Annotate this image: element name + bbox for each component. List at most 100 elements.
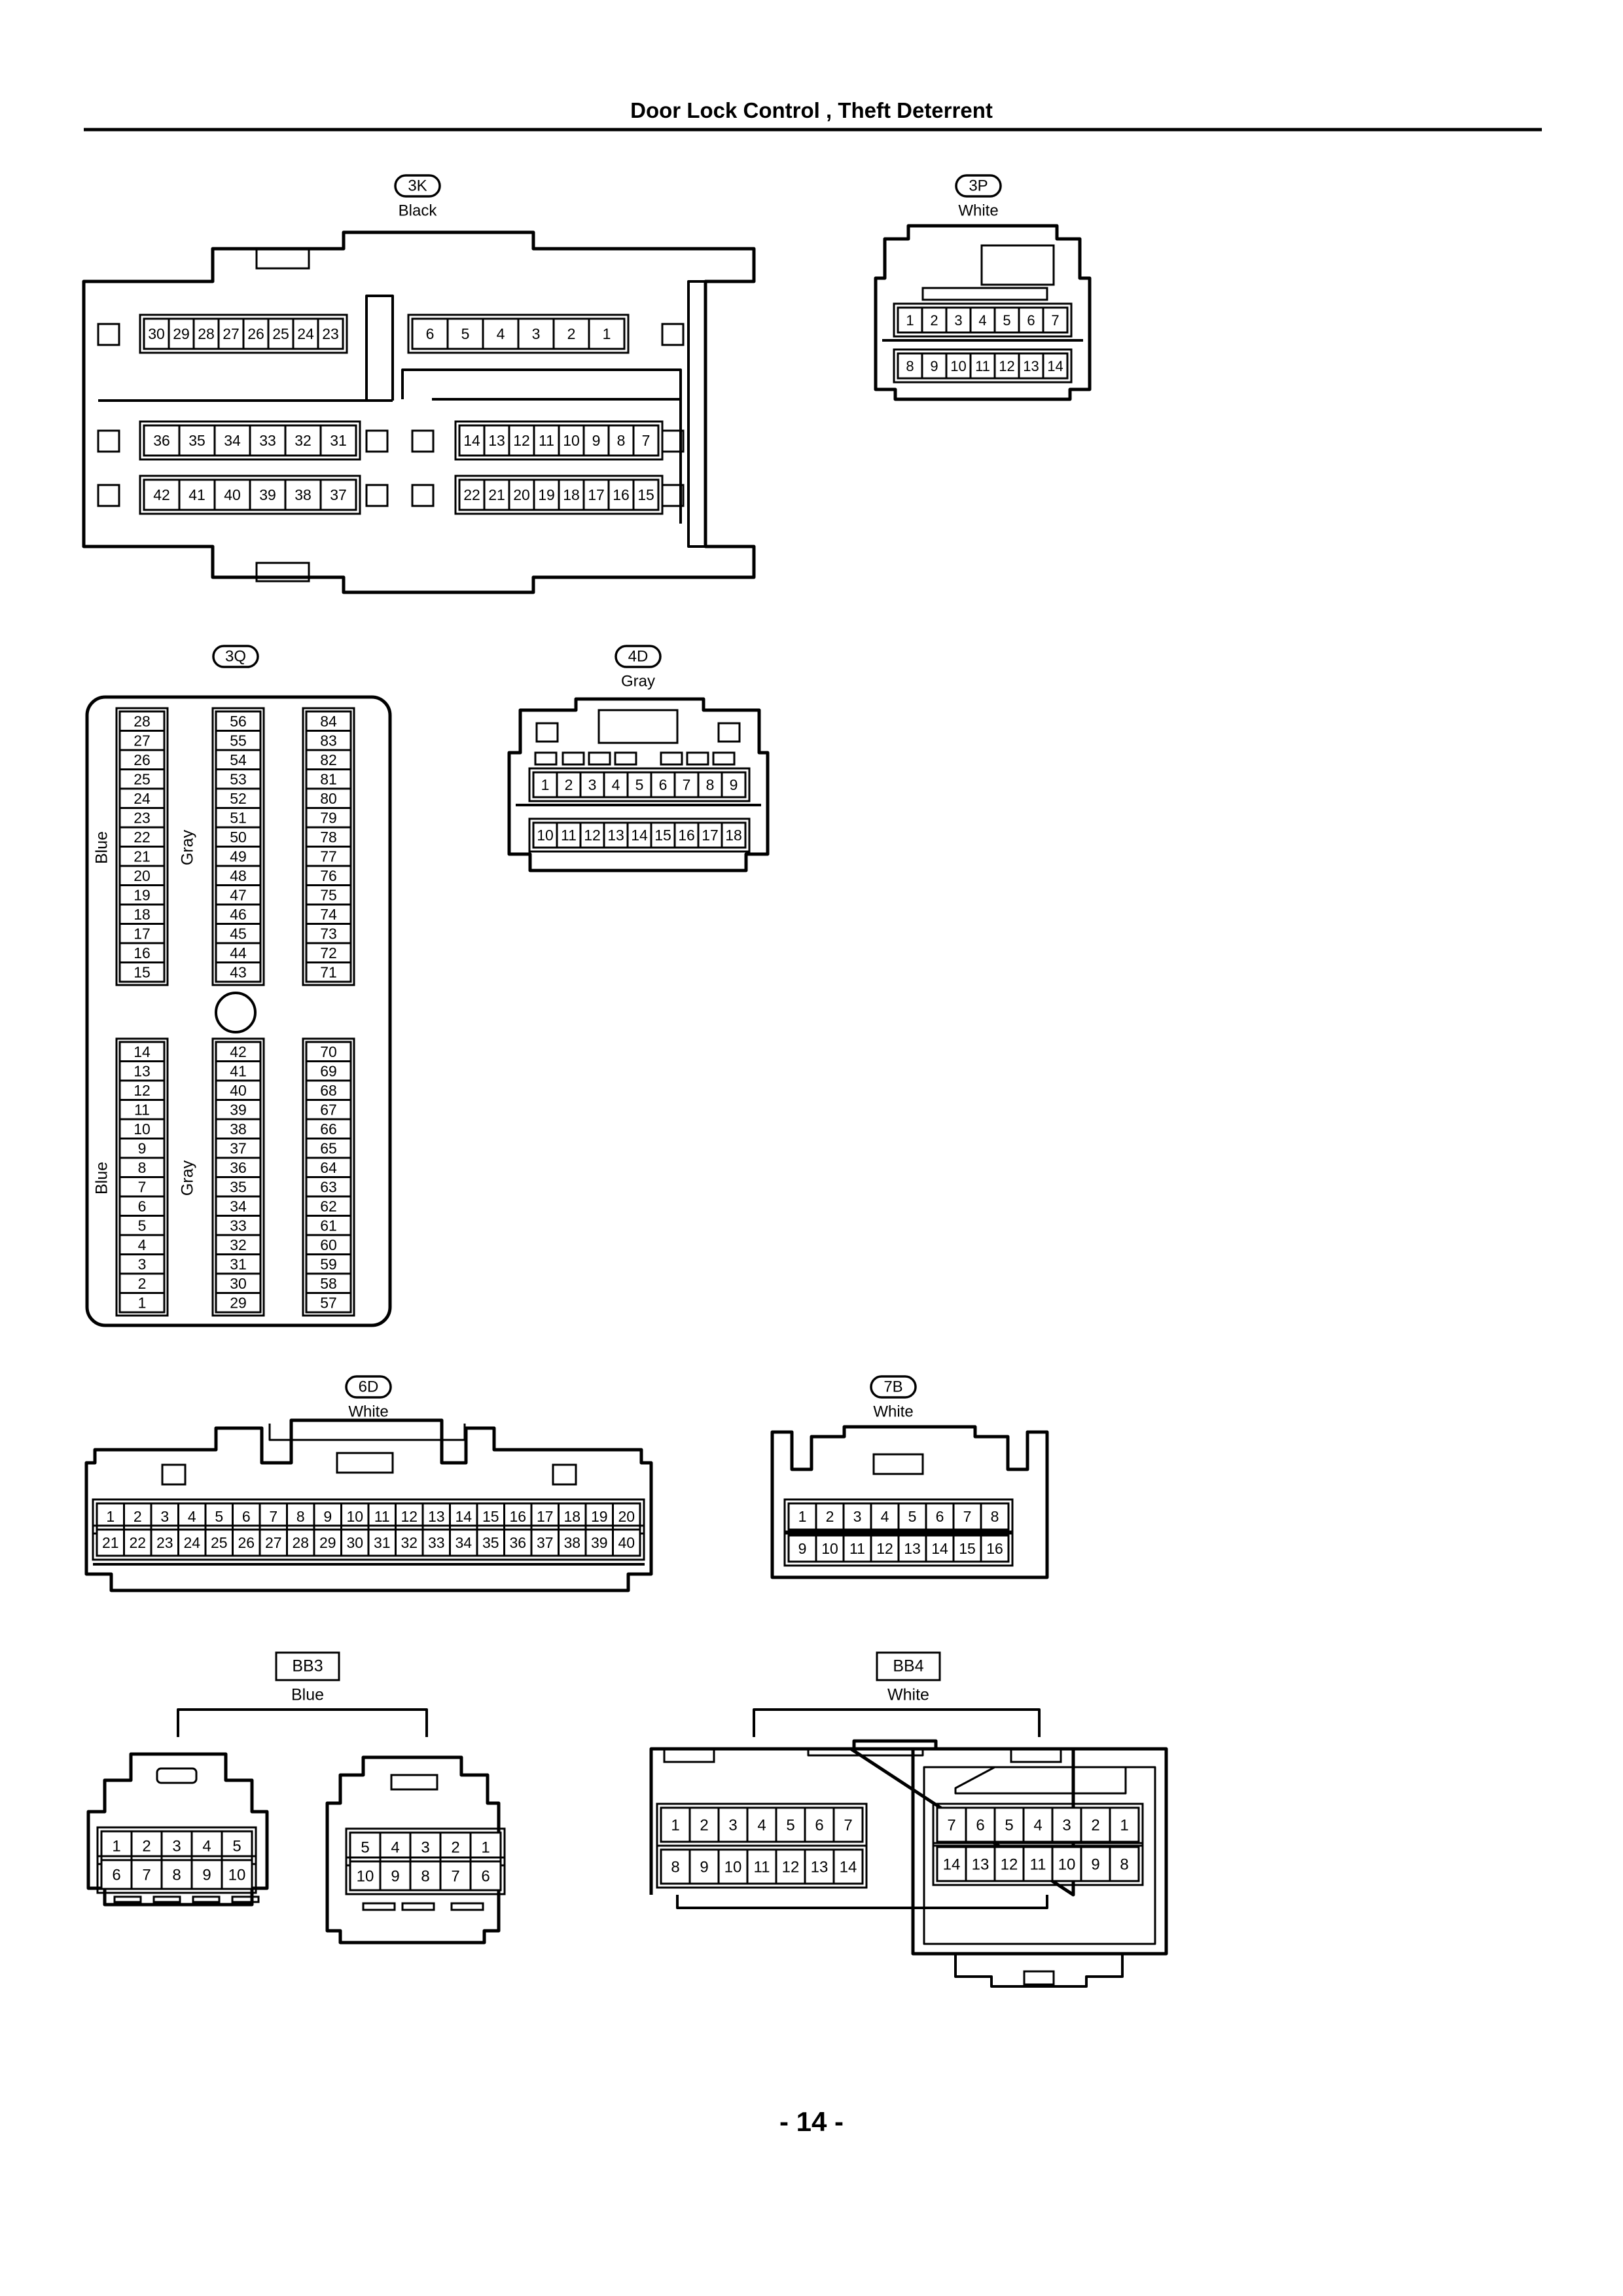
pin-number: 12 [1001, 1856, 1018, 1873]
housing-divider [401, 368, 682, 524]
pin-number: 16 [678, 827, 695, 844]
pin-number: 12 [401, 1508, 418, 1525]
pin-cell [558, 1528, 587, 1557]
pin-cell [305, 749, 352, 770]
pin-cell [1109, 1846, 1140, 1882]
pin-number: 23 [134, 809, 151, 826]
pin-number: 4 [612, 776, 620, 793]
pin-number: 72 [320, 944, 337, 961]
pin-cell [143, 478, 181, 511]
pin-cell [925, 1534, 955, 1563]
pin-number: 7 [844, 1816, 852, 1834]
pin-number: 6 [936, 1508, 944, 1525]
pin-number: 10 [228, 1866, 246, 1884]
pin-cell [215, 1079, 262, 1101]
lock-tab [980, 244, 1055, 286]
connector-3Q-housing [85, 695, 392, 1327]
pin-number: 4 [138, 1236, 147, 1253]
pin-number: 14 [1047, 358, 1063, 374]
pin-row-frame [893, 302, 1073, 338]
connector-BB4-right-housing [911, 1747, 1168, 1956]
pin-number: 49 [230, 848, 247, 865]
pin-number: 48 [230, 867, 247, 884]
slot [712, 751, 736, 766]
pin-number: 11 [975, 358, 990, 374]
pin-number: 26 [247, 325, 264, 342]
pin-cell [118, 768, 166, 790]
connector-color: White [958, 202, 998, 219]
pin-number: 25 [211, 1534, 228, 1551]
pin-cell [588, 317, 626, 350]
lock-tab [872, 1453, 924, 1475]
pin-number: 14 [943, 1856, 961, 1873]
pin-cell [1042, 352, 1069, 380]
pin-cell [842, 1534, 872, 1563]
connector-color: White [873, 1403, 913, 1420]
side-latch [1010, 1748, 1062, 1763]
pin-number: 2 [930, 312, 938, 329]
pin-number: 15 [637, 486, 654, 503]
pin-cell [379, 1860, 412, 1892]
pin-cell [1022, 1806, 1054, 1843]
pin-cell [721, 821, 747, 849]
pin-row-frame [783, 1498, 1014, 1535]
pin-cell [1109, 1806, 1140, 1843]
pin-number: 39 [230, 1101, 247, 1118]
pin-number: 40 [618, 1534, 635, 1551]
pin-number: 62 [320, 1198, 337, 1215]
pin-cell [177, 1528, 207, 1557]
connector-3Q: 3Q28272625242322212019181716155655545352… [85, 645, 392, 1327]
pin-number: 60 [320, 1236, 337, 1253]
pin-number: 46 [230, 906, 247, 923]
pin-number: 70 [320, 1043, 337, 1060]
pin-number: 35 [482, 1534, 499, 1551]
pin-row-frame [92, 1524, 645, 1561]
pin-cell [533, 478, 560, 511]
side-latch [661, 484, 685, 507]
pin-number: 30 [230, 1275, 247, 1292]
pin-number: 20 [513, 486, 530, 503]
pin-cell [319, 424, 357, 457]
pin-number: 3 [728, 1816, 737, 1834]
pin-number: 3 [421, 1839, 429, 1856]
pin-cell [980, 1502, 1010, 1531]
connector-id: 6D [359, 1378, 379, 1395]
pin-cell [150, 1528, 179, 1557]
pin-number: 20 [618, 1508, 635, 1525]
pin-number: 17 [537, 1508, 554, 1525]
pin-number: 5 [232, 1837, 241, 1855]
pin-number: 31 [330, 432, 347, 449]
pin-number: 66 [320, 1121, 337, 1138]
pin-cell [305, 884, 352, 906]
side-latch [535, 722, 559, 743]
pin-number: 3 [532, 325, 541, 342]
pin-number: 25 [272, 325, 289, 342]
pin-number: 27 [265, 1534, 282, 1551]
pin-number: 13 [811, 1858, 829, 1876]
pin-number: 3 [588, 776, 597, 793]
pin-cell [969, 306, 996, 334]
pin-cell [305, 807, 352, 829]
pin-cell [897, 352, 923, 380]
pin-cell [632, 424, 660, 457]
pin-row-frame [932, 1803, 1144, 1847]
pin-number: 53 [230, 770, 247, 787]
pin-number: 78 [320, 829, 337, 846]
pin-cell [118, 807, 166, 829]
pin-row-frame [139, 314, 348, 354]
pin-number: 23 [322, 325, 339, 342]
pin-number: 56 [230, 713, 247, 730]
pin-cell [969, 352, 996, 380]
pin-number: 15 [654, 827, 671, 844]
pin-row-frame [528, 817, 751, 853]
pin-cell [305, 1176, 352, 1198]
connector-BB3-left-housing [86, 1752, 269, 1907]
pin-number: 55 [230, 732, 247, 749]
pin-cell [552, 317, 590, 350]
pin-number: 13 [607, 827, 624, 844]
connector-id: 3K [408, 177, 427, 194]
pin-cell [508, 478, 535, 511]
pin-number: 2 [700, 1816, 708, 1834]
